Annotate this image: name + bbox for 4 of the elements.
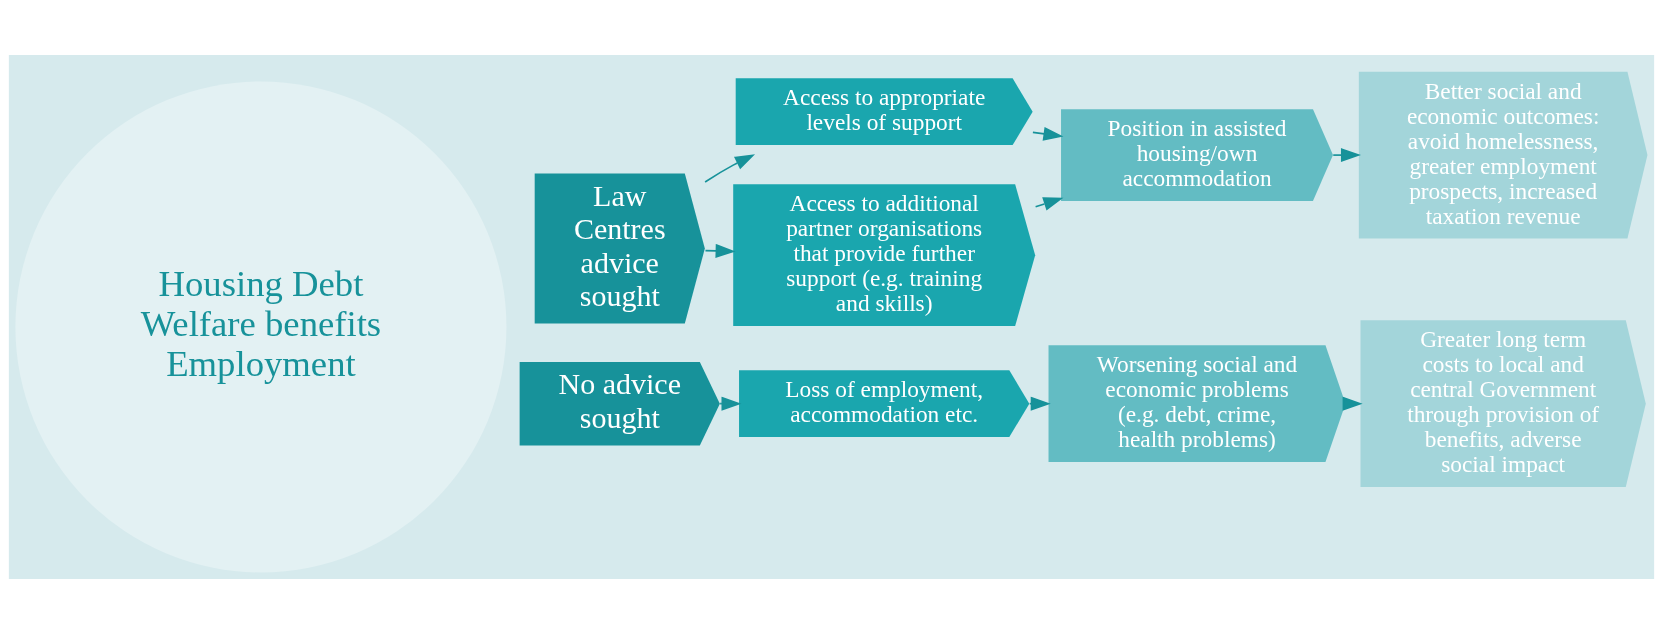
arrow	[1034, 196, 1064, 211]
arrow	[704, 243, 736, 258]
arrow	[704, 153, 756, 183]
arrow	[1332, 147, 1361, 162]
